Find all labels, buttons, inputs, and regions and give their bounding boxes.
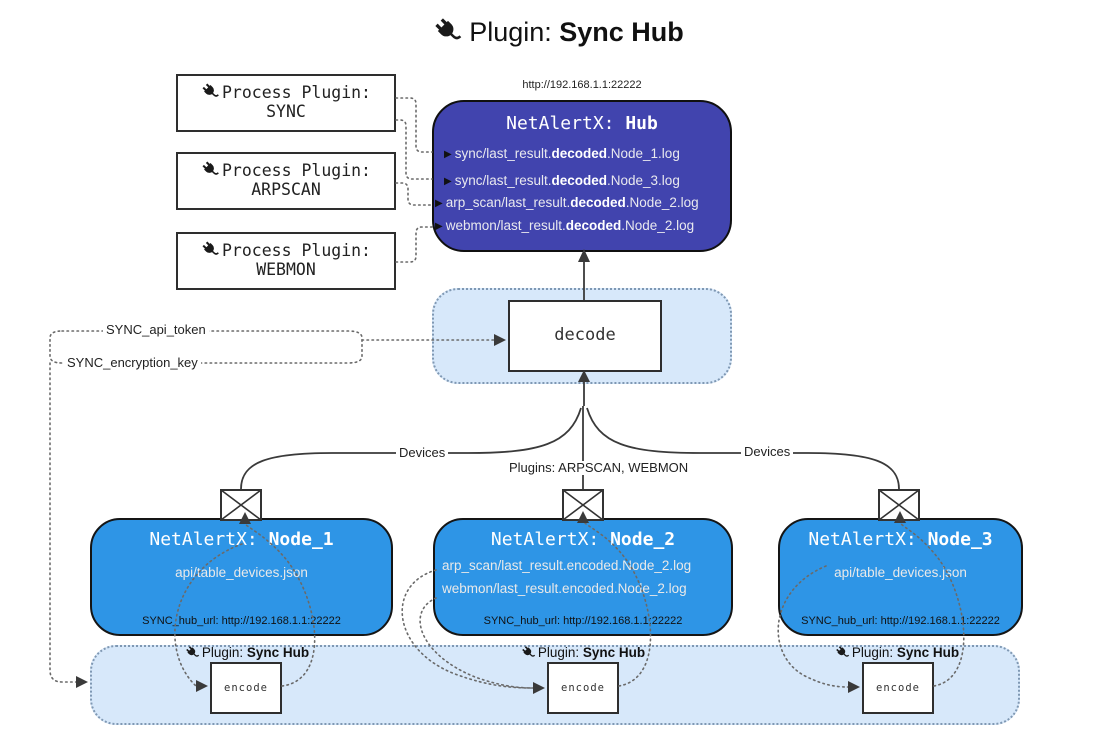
process-plugin-name: ARPSCAN	[251, 180, 321, 199]
node-hub-url: SYNC_hub_url: http://192.168.1.1:22222	[801, 615, 1000, 627]
log-post: .Node_2.log	[625, 195, 699, 210]
process-plugin-name: SYNC	[266, 102, 306, 121]
decode-box: decode	[508, 300, 662, 372]
plug-icon	[835, 645, 850, 660]
encoder-label-2: Plugin: Sync Hub	[483, 645, 683, 660]
log-bold: decoded	[570, 195, 626, 210]
encoder-label-prefix: Plugin:	[201, 645, 244, 660]
process-plugin-name: WEBMON	[256, 260, 316, 279]
plug-icon	[201, 82, 220, 101]
node-title-prefix: NetAlertX:	[490, 529, 600, 550]
hub-title: NetAlertX: Hub	[434, 113, 730, 134]
encode-box-2: encode	[547, 662, 619, 714]
process-plugin-box-webmon: Process Plugin: WEBMON	[176, 232, 396, 290]
node-hub-url: SYNC_hub_url: http://192.168.1.1:22222	[142, 615, 341, 627]
hub-log-line: ▶sync/last_result.decoded.Node_3.log	[434, 172, 730, 188]
node-file: api/table_devices.json	[834, 565, 967, 580]
page-title: Plugin: Sync Hub	[0, 16, 1117, 48]
plug-icon	[433, 16, 463, 46]
log-pre: sync/last_result.	[454, 172, 552, 188]
envelope-icon	[220, 489, 262, 521]
hub-log-line: ▶webmon/last_result.decoded.Node_2.log	[434, 217, 730, 233]
edge-label-devices-right: Devices	[741, 444, 794, 460]
log-pre: webmon/last_result.	[445, 217, 566, 233]
plug-icon	[201, 240, 220, 259]
hub-title-prefix: NetAlertX:	[506, 113, 615, 134]
log-post: .Node_2.log	[621, 217, 695, 233]
log-pre: sync/last_result.	[454, 146, 552, 161]
encode-box-3: encode	[862, 662, 934, 714]
log-bold: decoded	[551, 146, 608, 161]
log-bold: decoded	[551, 172, 608, 188]
page-title-name: Sync Hub	[559, 17, 684, 47]
node-box-node3: NetAlertX: Node_3 api/table_devices.json…	[778, 518, 1023, 636]
encoder-label-prefix: Plugin:	[537, 645, 580, 660]
node-title-name: Node_2	[610, 529, 676, 550]
node-title-prefix: NetAlertX:	[149, 529, 258, 550]
arrowhead-icon: ▶	[435, 198, 443, 209]
process-plugin-box-arpscan: Process Plugin: ARPSCAN	[176, 152, 396, 210]
log-pre: arp_scan/last_result.	[445, 195, 571, 210]
encoder-label-3: Plugin: Sync Hub	[797, 645, 997, 660]
log-post: .Node_3.log	[607, 172, 680, 188]
edge-label-plugins: Plugins: ARPSCAN, WEBMON	[506, 460, 692, 476]
encoder-label-name: Sync Hub	[582, 645, 646, 660]
hub-url: http://192.168.1.1:22222	[522, 79, 642, 91]
log-bold: decoded	[565, 217, 622, 233]
node-hub-url: SYNC_hub_url: http://192.168.1.1:22222	[483, 615, 683, 627]
node-title-prefix: NetAlertX:	[808, 529, 917, 550]
sync-encryption-key-label: SYNC_encryption_key	[64, 355, 201, 371]
plug-icon	[201, 160, 220, 179]
node-file: api/table_devices.json	[175, 565, 308, 580]
sync-api-token-label: SYNC_api_token	[103, 322, 209, 338]
envelope-icon	[562, 489, 604, 521]
node-title: NetAlertX: Node_1	[92, 529, 391, 550]
node-box-node1: NetAlertX: Node_1 api/table_devices.json…	[90, 518, 393, 636]
process-plugin-box-sync: Process Plugin: SYNC	[176, 74, 396, 132]
node-box-node2: NetAlertX: Node_2 arp_scan/last_result.e…	[433, 518, 733, 636]
hub-log-line: ▶arp_scan/last_result.decoded.Node_2.log	[434, 196, 730, 210]
arrowhead-icon: ▶	[444, 175, 452, 187]
hub-log-line: ▶sync/last_result.decoded.Node_1.log	[434, 147, 730, 161]
process-plugin-text: Process Plugin:	[221, 83, 371, 102]
arrowhead-icon: ▶	[444, 149, 452, 160]
process-plugin-text: Process Plugin:	[221, 241, 371, 260]
encoder-label-prefix: Plugin:	[851, 645, 894, 660]
process-plugin-label: Process Plugin:	[178, 160, 394, 180]
hub-box: NetAlertX: Hub ▶sync/last_result.decoded…	[432, 100, 732, 252]
log-post: .Node_1.log	[607, 146, 680, 161]
node-title-name: Node_3	[927, 529, 993, 550]
edge-label-devices-left: Devices	[396, 445, 449, 461]
encode-box-1: encode	[210, 662, 282, 714]
node-file: webmon/last_result.encoded.Node_2.log	[442, 581, 687, 596]
node-title-name: Node_1	[268, 529, 334, 550]
process-plugin-text: Process Plugin:	[221, 161, 371, 180]
envelope-icon	[878, 489, 920, 521]
process-plugin-label: Process Plugin:	[178, 240, 394, 260]
encoder-label-name: Sync Hub	[246, 645, 310, 660]
hub-title-name: Hub	[625, 113, 658, 134]
node-file: arp_scan/last_result.encoded.Node_2.log	[442, 558, 692, 573]
node-title: NetAlertX: Node_3	[780, 529, 1021, 550]
arrowhead-icon: ▶	[435, 220, 443, 232]
page-title-prefix: Plugin:	[469, 17, 552, 47]
encoder-label-1: Plugin: Sync Hub	[147, 645, 347, 660]
node-title: NetAlertX: Node_2	[435, 529, 731, 550]
process-plugin-label: Process Plugin:	[178, 82, 394, 102]
plug-icon	[521, 645, 536, 660]
encoder-label-name: Sync Hub	[896, 645, 960, 660]
plug-icon	[185, 645, 200, 660]
